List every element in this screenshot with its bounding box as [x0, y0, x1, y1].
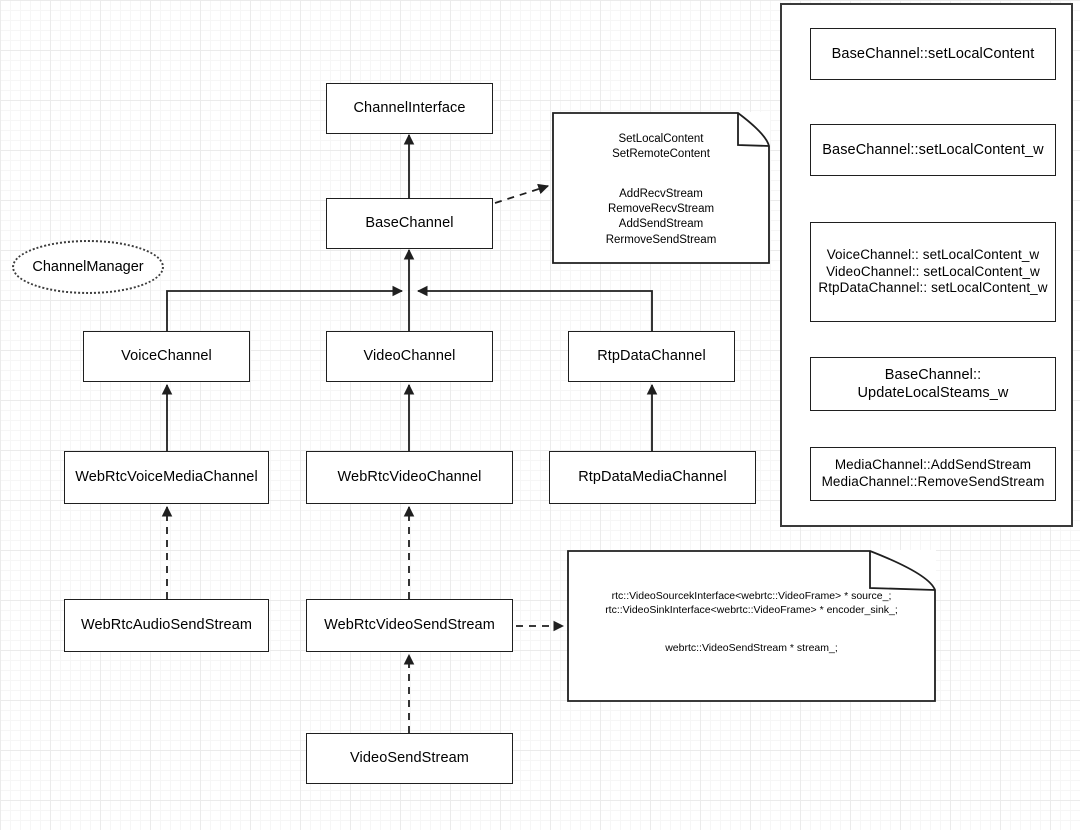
note-video-send-stream-members: rtc::VideoSourcekInterface<webrtc::Video…: [567, 550, 936, 702]
flow-step-4[interactable]: BaseChannel:: UpdateLocalSteams_w: [810, 357, 1056, 411]
flow-step-label: VoiceChannel:: setLocalContent_w VideoCh…: [818, 246, 1048, 296]
note-members-group-two: webrtc::VideoSendStream * stream_;: [665, 642, 838, 654]
flow-step-1[interactable]: BaseChannel::setLocalContent: [810, 28, 1056, 80]
node-label: WebRtcVoiceMediaChannel: [75, 469, 258, 486]
node-label: RtpDataChannel: [597, 348, 706, 365]
node-label: WebRtcVideoSendStream: [324, 617, 495, 634]
node-label: RtpDataMediaChannel: [578, 469, 727, 486]
flow-step-5[interactable]: MediaChannel::AddSendStream MediaChannel…: [810, 447, 1056, 501]
edge-rtpdatachannel-to-basechannel: [416, 285, 653, 331]
note-members-group-one: rtc::VideoSourcekInterface<webrtc::Video…: [605, 590, 898, 616]
node-label: VoiceChannel: [121, 348, 212, 365]
node-channel-manager[interactable]: ChannelManager: [12, 240, 164, 294]
node-video-channel[interactable]: VideoChannel: [326, 331, 493, 382]
flow-step-label: MediaChannel::AddSendStream MediaChannel…: [821, 457, 1045, 489]
flow-step-label: BaseChannel::setLocalContent: [831, 45, 1035, 62]
node-base-channel[interactable]: BaseChannel: [326, 198, 493, 249]
node-label: WebRtcAudioSendStream: [80, 617, 253, 634]
edge-basechannel-to-methods-note: [494, 183, 550, 204]
node-label: BaseChannel: [365, 215, 454, 232]
note-shape: [552, 112, 770, 264]
flow-step-2[interactable]: BaseChannel::setLocalContent_w: [810, 124, 1056, 176]
flow-step-3[interactable]: VoiceChannel:: setLocalContent_w VideoCh…: [810, 222, 1056, 322]
note-base-channel-methods: SetLocalContent SetRemoteContent AddRecv…: [552, 112, 770, 264]
node-label: ChannelManager: [32, 259, 144, 275]
node-label: VideoSendStream: [350, 750, 469, 767]
note-shape: [567, 550, 936, 702]
node-rtp-data-media-channel[interactable]: RtpDataMediaChannel: [549, 451, 756, 504]
node-webrtc-video-channel[interactable]: WebRtcVideoChannel: [306, 451, 513, 504]
node-rtp-data-channel[interactable]: RtpDataChannel: [568, 331, 735, 382]
note-methods-group-two: AddRecvStream RemoveRecvStream AddSendSt…: [605, 188, 717, 246]
flow-step-label: BaseChannel:: UpdateLocalSteams_w: [857, 366, 1009, 401]
node-voice-channel[interactable]: VoiceChannel: [83, 331, 250, 382]
flow-step-label: BaseChannel::setLocalContent_w: [822, 141, 1044, 158]
edge-voicechannel-to-basechannel: [166, 285, 404, 331]
node-video-send-stream[interactable]: VideoSendStream: [306, 733, 513, 784]
node-channel-interface[interactable]: ChannelInterface: [326, 83, 493, 134]
node-webrtc-audio-send-stream[interactable]: WebRtcAudioSendStream: [64, 599, 269, 652]
node-label: WebRtcVideoChannel: [337, 469, 482, 486]
note-methods-group-one: SetLocalContent SetRemoteContent: [612, 133, 710, 161]
node-webrtc-voice-media-channel[interactable]: WebRtcVoiceMediaChannel: [64, 451, 269, 504]
node-webrtc-video-send-stream[interactable]: WebRtcVideoSendStream: [306, 599, 513, 652]
node-label: VideoChannel: [363, 348, 456, 365]
node-label: ChannelInterface: [353, 100, 466, 117]
